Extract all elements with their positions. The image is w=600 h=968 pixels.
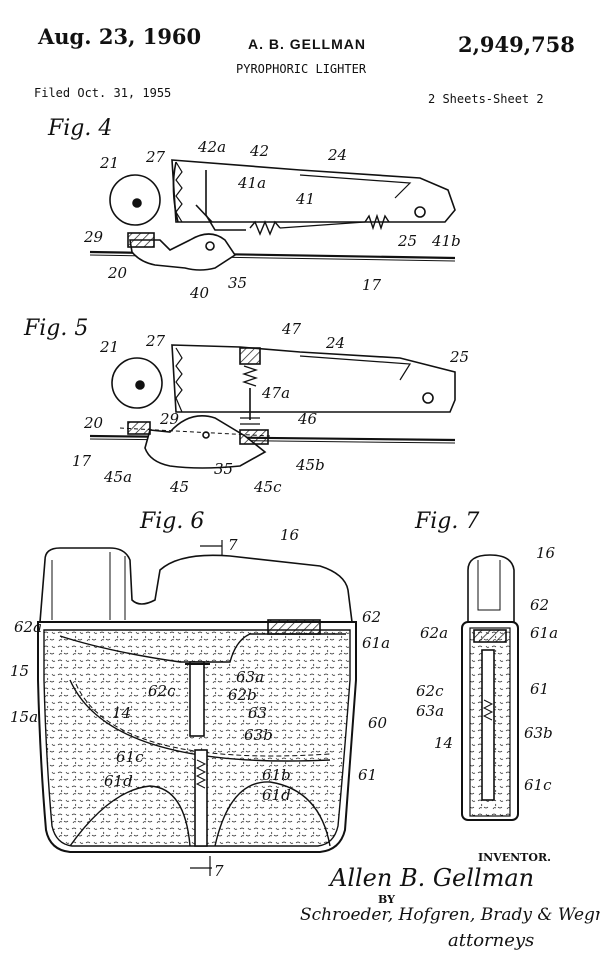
reference-numeral: 47 bbox=[281, 320, 302, 338]
reference-numeral: 24 bbox=[325, 334, 345, 352]
reference-numeral: 61c bbox=[116, 748, 144, 766]
reference-numeral: 62a bbox=[14, 618, 42, 636]
attorney-firm-signature: Schroeder, Hofgren, Brady & Wegner bbox=[300, 905, 600, 925]
reference-numeral: 42 bbox=[249, 142, 269, 160]
reference-numeral: 63a bbox=[416, 702, 444, 720]
reference-numeral: 20 bbox=[107, 264, 128, 282]
reference-numeral: 61a bbox=[530, 624, 558, 642]
fig4-label: Fig. 4 bbox=[47, 116, 112, 141]
reference-numeral: 17 bbox=[72, 452, 92, 470]
reference-numeral: 21 bbox=[99, 338, 119, 356]
reference-numeral: 45c bbox=[253, 478, 282, 496]
reference-numeral: 7 bbox=[228, 536, 238, 554]
reference-numeral: 15a bbox=[10, 708, 38, 726]
reference-numeral: 25 bbox=[449, 348, 469, 366]
reference-numeral: 29 bbox=[83, 228, 104, 246]
reference-numeral: 14 bbox=[112, 704, 131, 722]
reference-numeral: 61d bbox=[262, 786, 291, 804]
reference-numeral: 45a bbox=[103, 468, 132, 486]
reference-numeral: 41 bbox=[295, 190, 315, 208]
reference-numeral: 27 bbox=[145, 148, 166, 166]
reference-numeral: 62c bbox=[148, 682, 176, 700]
reference-numeral: 15 bbox=[10, 662, 29, 680]
reference-numeral: 24 bbox=[327, 146, 347, 164]
reference-numeral: 7 bbox=[214, 862, 224, 880]
inventor-label: INVENTOR. bbox=[478, 851, 551, 864]
reference-numeral: 62 bbox=[530, 596, 549, 614]
reference-numeral: 63a bbox=[236, 668, 264, 686]
reference-numeral: 61 bbox=[358, 766, 377, 784]
reference-numeral: 29 bbox=[159, 410, 180, 428]
figure-6 bbox=[38, 540, 356, 876]
reference-numeral: 63 bbox=[248, 704, 267, 722]
reference-numeral: 35 bbox=[228, 274, 247, 292]
reference-numeral: 61c bbox=[524, 776, 552, 794]
reference-numeral: 16 bbox=[536, 544, 556, 562]
inventor-signature: Allen B. Gellman bbox=[330, 864, 534, 892]
reference-numeral: 45 bbox=[169, 478, 189, 496]
reference-numeral: 61b bbox=[262, 766, 291, 784]
fig7-label: Fig. 7 bbox=[414, 509, 479, 534]
reference-numeral: 14 bbox=[434, 734, 453, 752]
reference-numeral: 41a bbox=[237, 174, 266, 192]
reference-numeral: 45b bbox=[295, 456, 325, 474]
figure-7 bbox=[462, 555, 518, 820]
reference-numeral: 47a bbox=[261, 384, 290, 402]
figure-5 bbox=[90, 345, 455, 468]
reference-numeral: 62a bbox=[420, 624, 448, 642]
reference-numeral: 61a bbox=[362, 634, 390, 652]
figure-4 bbox=[90, 160, 455, 270]
reference-numeral: 63b bbox=[244, 726, 273, 744]
fig6-label: Fig. 6 bbox=[139, 509, 204, 534]
reference-numeral: 42a bbox=[197, 138, 226, 156]
reference-numeral: 61d bbox=[104, 772, 133, 790]
reference-numeral: 21 bbox=[99, 154, 119, 172]
reference-numeral: 16 bbox=[280, 526, 300, 544]
reference-numeral: 20 bbox=[83, 414, 104, 432]
reference-numeral: 25 bbox=[397, 232, 417, 250]
reference-numeral: 61 bbox=[530, 680, 549, 698]
fig5-label: Fig. 5 bbox=[23, 316, 88, 341]
reference-numeral: 62c bbox=[416, 682, 444, 700]
attorneys-signature: attorneys bbox=[448, 930, 534, 951]
reference-numeral: 41b bbox=[431, 232, 461, 250]
reference-numeral: 35 bbox=[214, 460, 233, 478]
reference-numeral: 62 bbox=[362, 608, 381, 626]
reference-numeral: 17 bbox=[362, 276, 382, 294]
reference-numeral: 27 bbox=[145, 332, 166, 350]
reference-numeral: 60 bbox=[368, 714, 388, 732]
reference-numeral: 46 bbox=[297, 410, 318, 428]
reference-numeral: 40 bbox=[189, 284, 210, 302]
reference-numeral: 63b bbox=[524, 724, 553, 742]
reference-numeral: 62b bbox=[228, 686, 257, 704]
